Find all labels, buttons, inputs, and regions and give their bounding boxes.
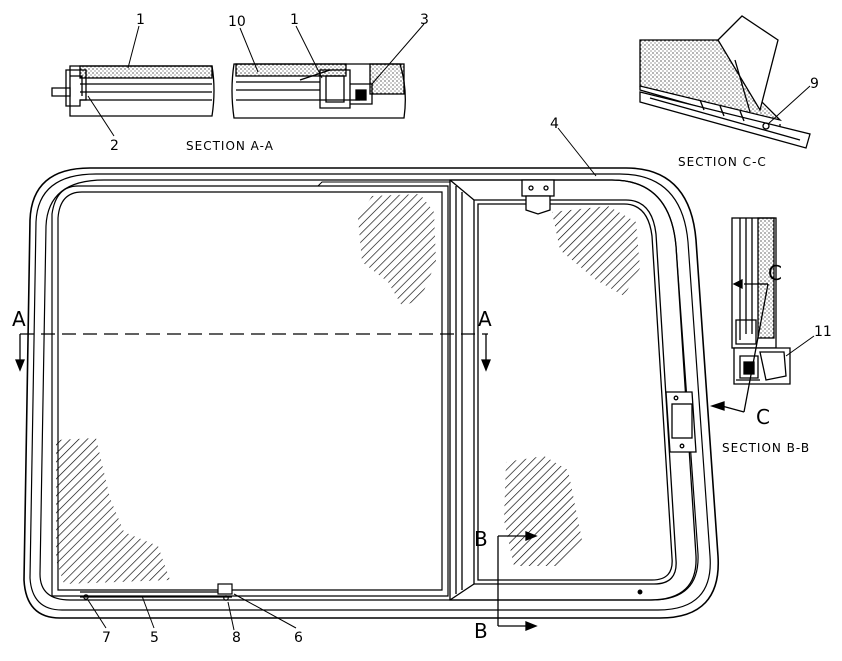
callout-2: 2 <box>110 138 119 154</box>
section-b-b-detail <box>731 217 791 385</box>
callout-6: 6 <box>294 630 303 646</box>
callout-3: 3 <box>420 12 429 28</box>
callout-5: 5 <box>150 630 159 646</box>
callout-1-right: 1 <box>290 12 299 28</box>
left-glass-pane <box>51 185 449 597</box>
leader-lines <box>87 23 815 631</box>
callout-9: 9 <box>810 76 819 92</box>
section-line-a-a <box>15 333 491 372</box>
section-c-c-detail <box>639 15 811 149</box>
section-a-a-detail <box>51 63 406 119</box>
section-b-b-title: SECTION B-B <box>722 441 810 455</box>
section-c-c-title: SECTION C-C <box>678 155 767 169</box>
bottom-channel <box>80 583 233 601</box>
section-marker-c-bottom: C <box>756 405 770 429</box>
sliding-sash <box>449 179 697 601</box>
section-marker-c-top: C <box>768 261 782 285</box>
section-line-b-b <box>497 531 538 631</box>
callout-1-left: 1 <box>136 12 145 28</box>
callout-4: 4 <box>550 116 559 132</box>
callout-10: 10 <box>228 14 246 30</box>
callout-7: 7 <box>102 630 111 646</box>
section-marker-a-left: A <box>12 307 26 331</box>
callout-8: 8 <box>232 630 241 646</box>
section-marker-a-right: A <box>478 307 492 331</box>
labels: SECTION A-A SECTION C-C SECTION B-B A A … <box>12 12 832 646</box>
section-a-a-title: SECTION A-A <box>186 139 274 153</box>
section-marker-b-top: B <box>474 527 488 551</box>
section-line-c-c <box>709 278 769 413</box>
section-marker-b-bottom: B <box>474 619 488 643</box>
callout-11: 11 <box>814 324 832 340</box>
